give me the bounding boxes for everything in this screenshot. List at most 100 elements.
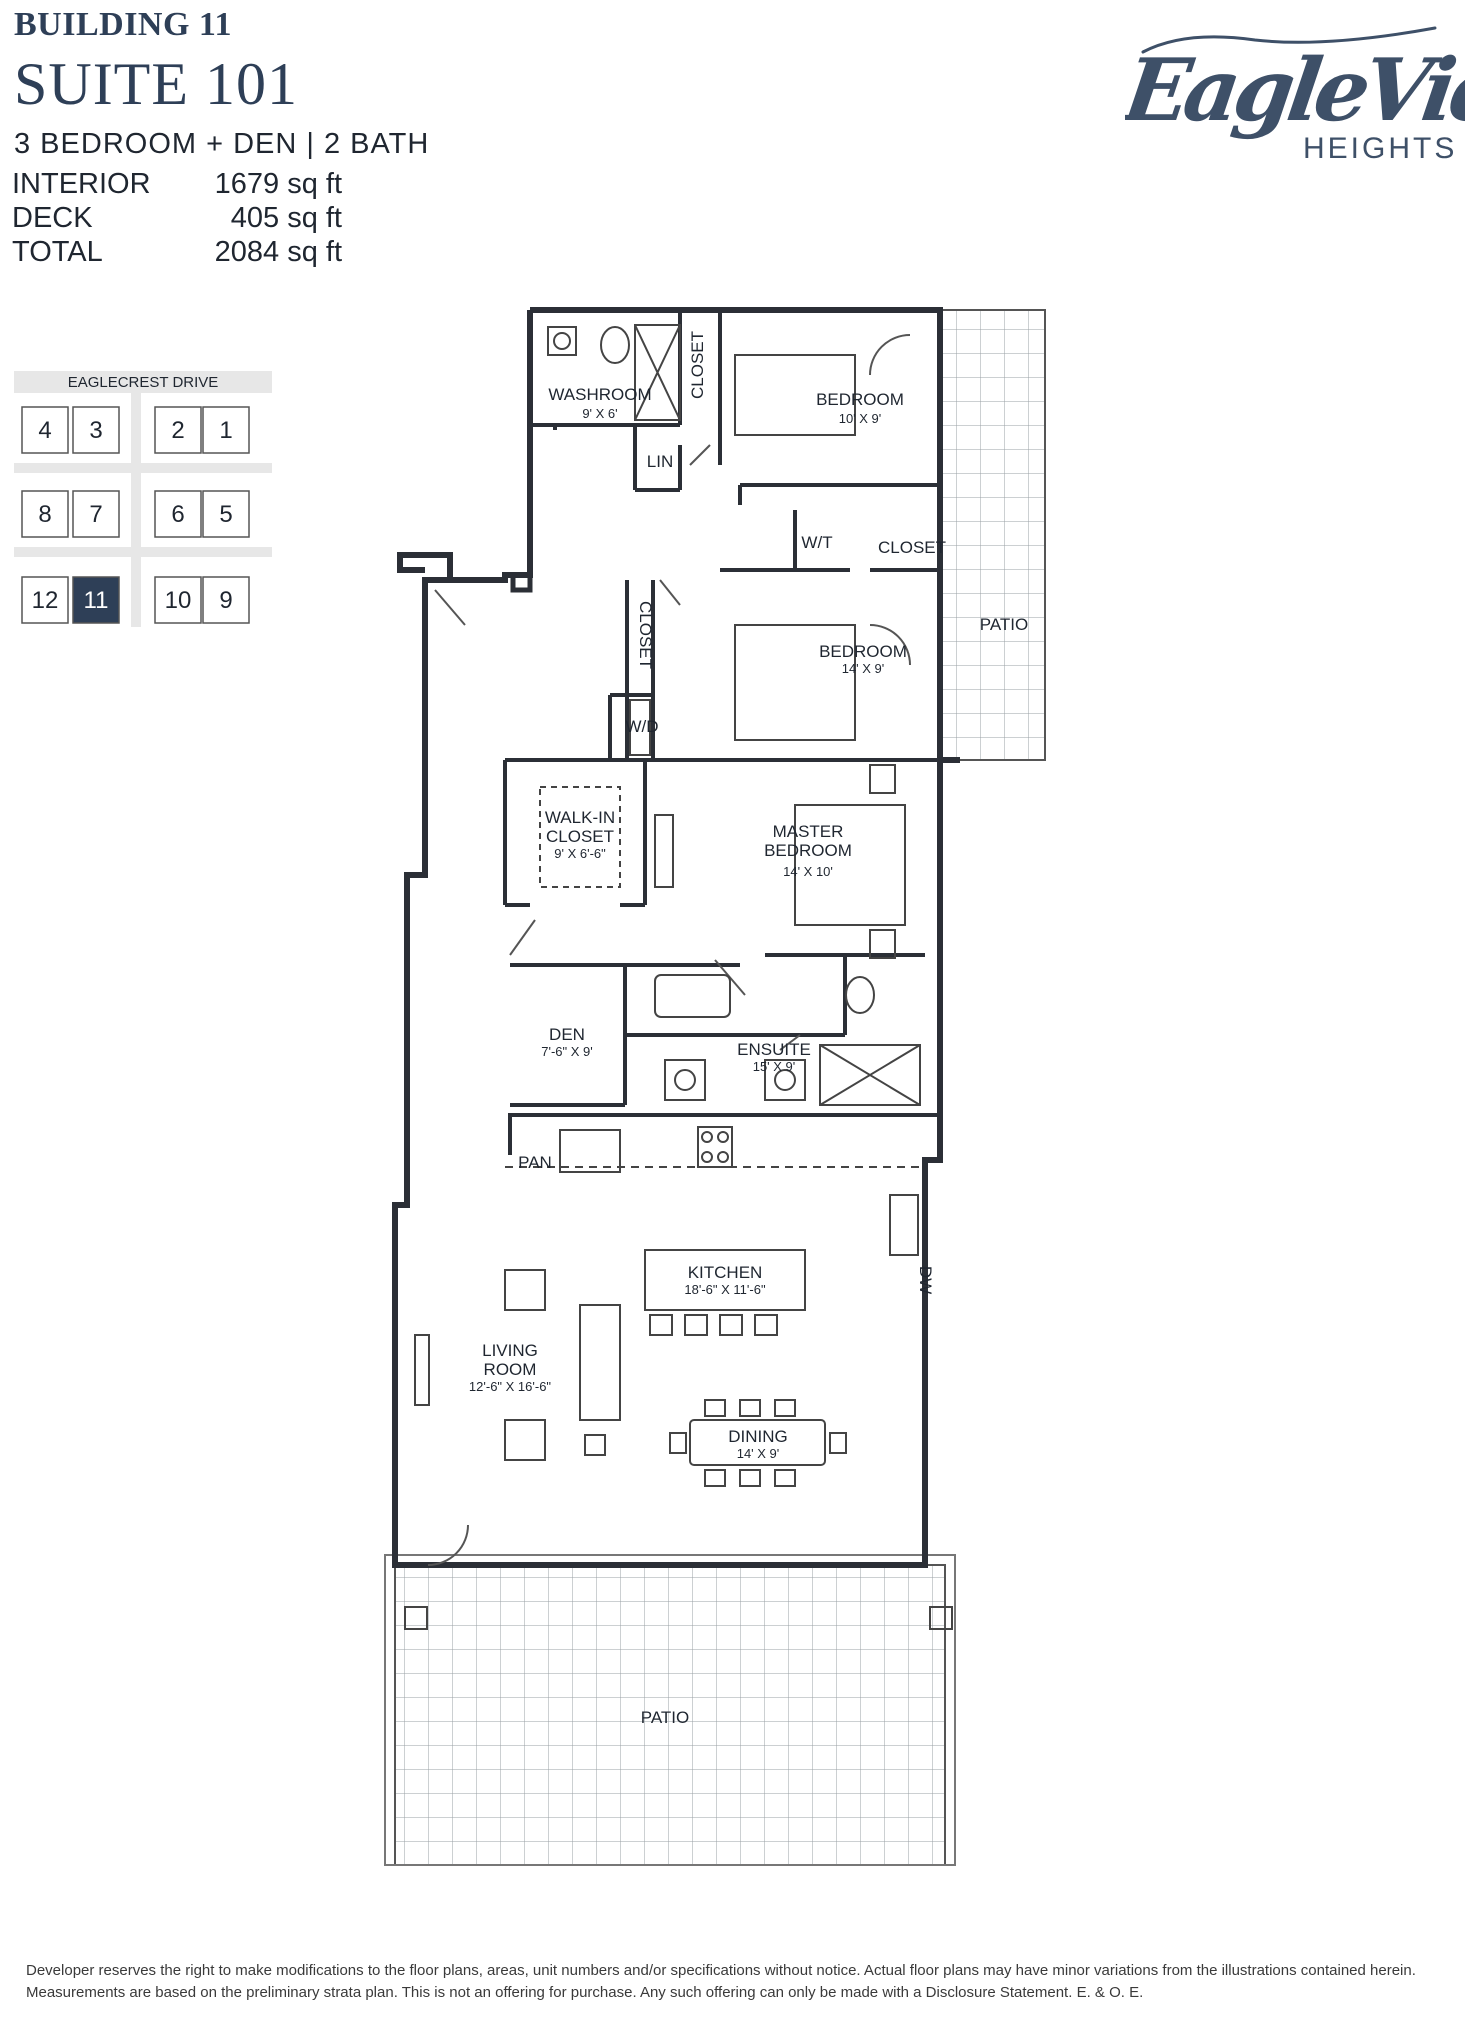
lin-label: LIN <box>647 452 673 471</box>
kitchen-fridge <box>559 1129 621 1173</box>
ensuite-shower <box>819 1044 921 1106</box>
area-label: INTERIOR <box>12 168 151 200</box>
armchair-top <box>504 1269 546 1311</box>
unit-configuration: 3 BEDROOM + DEN | 2 BATH <box>14 128 430 160</box>
key-unit-box <box>202 576 250 624</box>
key-unit-number: 7 <box>89 501 102 528</box>
logo-script-text: EagleView <box>1125 40 1465 141</box>
street-band <box>14 371 272 393</box>
key-unit-box <box>21 576 69 624</box>
kitchen-label: KITCHEN <box>688 1263 763 1282</box>
ensuite-bathtub <box>654 974 731 1018</box>
exterior-walls <box>392 307 960 1568</box>
dining-dim: 14' X 9' <box>737 1446 780 1461</box>
disclaimer-line-2: Measurements are based on the preliminar… <box>26 1984 1144 2001</box>
disclaimer: Developer reserves the right to make mod… <box>26 1960 1456 2004</box>
key-unit-box <box>21 406 69 454</box>
wd-label: W/D <box>625 717 658 736</box>
bedroom1-bed <box>734 354 856 436</box>
bar-stool <box>754 1314 778 1336</box>
sofa <box>579 1304 621 1421</box>
master-dresser <box>654 814 674 888</box>
closet-vertical-label: CLOSET <box>636 601 655 669</box>
living-dim: 12'-6" X 16'-6" <box>469 1379 552 1394</box>
washroom-shower <box>634 324 681 421</box>
washer-dryer <box>629 699 651 756</box>
key-unit-box <box>154 576 202 624</box>
main-patio-deck <box>394 1564 946 1866</box>
armchair-bottom <box>504 1419 546 1461</box>
main-patio-railing <box>384 1554 956 1866</box>
key-unit-number: 8 <box>38 501 51 528</box>
den-dim: 7'-6" X 9' <box>541 1044 593 1059</box>
key-unit-number: 4 <box>38 417 51 444</box>
patio-post-right <box>929 1606 953 1630</box>
ensuite-label: ENSUITE <box>737 1040 811 1059</box>
den-label: DEN <box>549 1025 585 1044</box>
key-unit-box <box>202 490 250 538</box>
patio-post-left <box>404 1606 428 1630</box>
key-unit-number: 10 <box>165 587 192 614</box>
key-unit-box <box>21 490 69 538</box>
key-unit-number: 2 <box>171 417 184 444</box>
washroom-sink <box>547 326 577 356</box>
walkin-label-1: WALK-IN <box>545 808 615 827</box>
building-label: BUILDING 11 <box>14 6 233 43</box>
floor-plan: WASHROOM 9' X 6' CLOSET BEDROOM 10' X 9'… <box>384 307 1046 1866</box>
bedroom2-bed <box>734 624 856 741</box>
area-value: 2084 sq ft <box>214 236 342 268</box>
main-patio-label: PATIO <box>641 1708 690 1727</box>
dw-label: DW <box>916 1266 935 1294</box>
walkin-label-2: CLOSET <box>546 827 614 846</box>
master-bed <box>794 804 906 926</box>
side-patio-deck <box>939 309 1046 761</box>
closet-mid-label: CLOSET <box>878 538 946 557</box>
key-unit-box <box>154 406 202 454</box>
door-swings <box>427 334 911 1566</box>
key-path-lower <box>14 547 272 557</box>
kitchen-dim: 18'-6" X 11'-6" <box>684 1282 766 1297</box>
key-path-upper <box>14 463 272 473</box>
area-label: DECK <box>12 202 93 234</box>
washroom-label: WASHROOM <box>548 385 651 404</box>
washroom-sink-basin <box>553 332 571 350</box>
key-unit-box <box>202 406 250 454</box>
ensuite-toilet <box>845 976 875 1014</box>
walkin-closet-shelving <box>539 786 621 888</box>
key-unit-number: 9 <box>219 587 232 614</box>
bar-stool <box>719 1314 743 1336</box>
living-label-1: LIVING <box>482 1341 538 1360</box>
bedroom1-label: BEDROOM <box>816 390 904 409</box>
ensuite-sink-left <box>664 1059 706 1101</box>
kitchen-sink <box>889 1194 919 1256</box>
washroom-dim: 9' X 6' <box>582 406 617 421</box>
key-unit-number: 5 <box>219 501 232 528</box>
key-unit-box <box>72 490 120 538</box>
suite-title: SUITE 101 <box>14 51 298 117</box>
eagleview-heights-logo: EagleView HEIGHTS <box>1125 26 1465 165</box>
ensuite-sink-right <box>764 1059 806 1101</box>
key-unit-box <box>72 576 120 624</box>
entry-wall <box>510 310 533 593</box>
master-nightstand-bottom <box>869 929 896 959</box>
key-unit-number: 1 <box>219 417 232 444</box>
key-unit-box <box>154 490 202 538</box>
area-value: 1679 sq ft <box>214 168 342 200</box>
wt-label: W/T <box>801 533 832 552</box>
bar-stool <box>649 1314 673 1336</box>
area-value: 405 sq ft <box>230 202 342 234</box>
bar-stool <box>684 1314 708 1336</box>
closet-top-label: CLOSET <box>688 331 707 399</box>
fixtures <box>404 324 953 1630</box>
master-nightstand-top <box>869 764 896 794</box>
fireplace-unit <box>414 1334 430 1406</box>
key-unit-number: 12 <box>32 587 59 614</box>
disclaimer-line-1: Developer reserves the right to make mod… <box>26 1962 1416 1979</box>
bedroom2-dim: 14' X 9' <box>842 661 885 676</box>
area-label: TOTAL <box>12 236 103 268</box>
bedroom2-label: BEDROOM <box>819 642 907 661</box>
key-unit-number: 11 <box>84 587 109 614</box>
walkin-dim: 9' X 6'-6" <box>554 846 606 861</box>
